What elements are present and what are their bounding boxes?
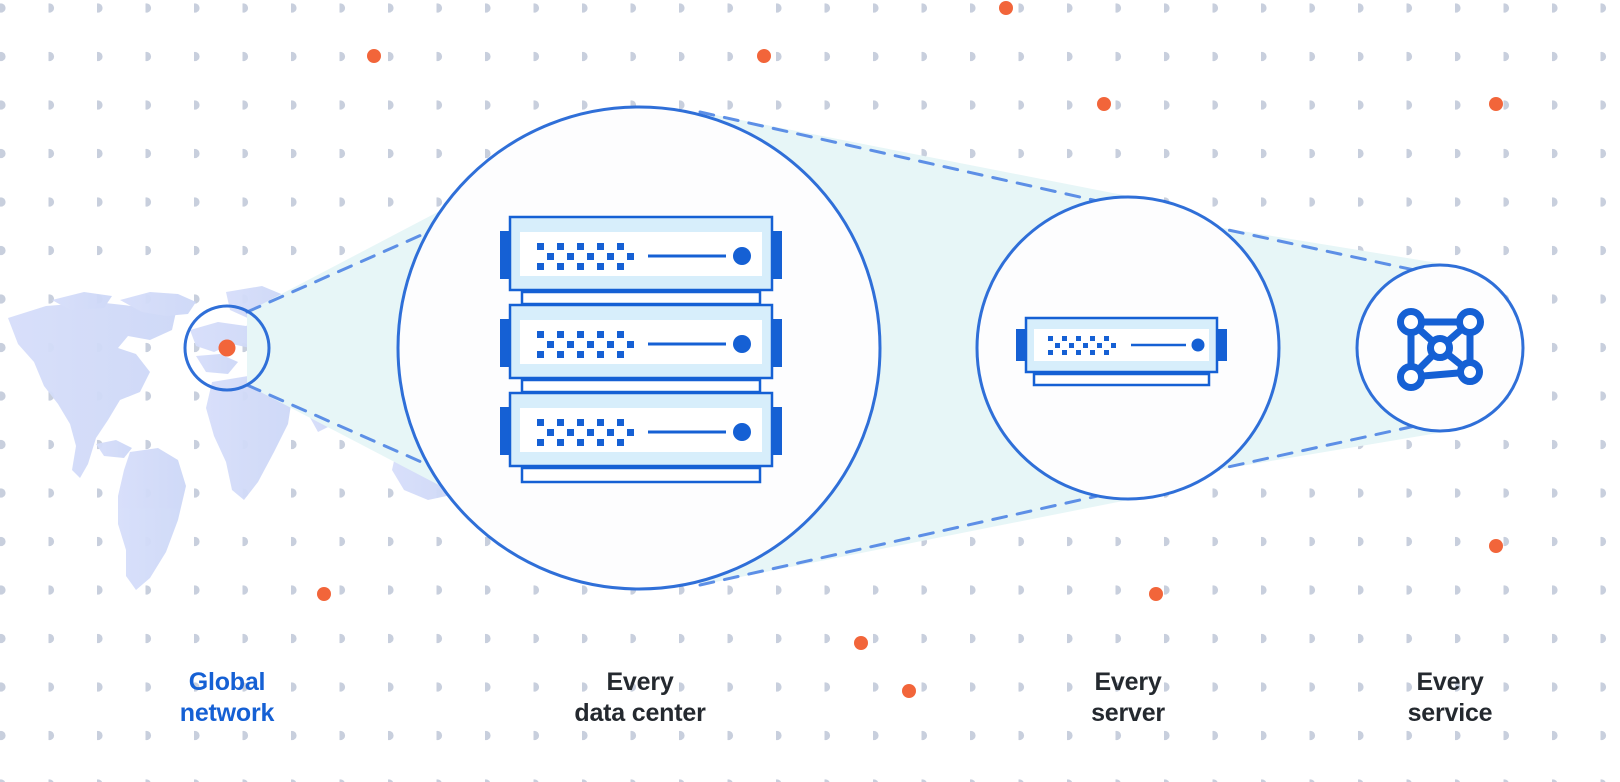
- stage-label-line1: Every: [1094, 668, 1162, 696]
- server-unit: [500, 303, 782, 394]
- graph-node: [1427, 335, 1453, 361]
- server-connector-bar: [520, 466, 762, 484]
- stage-label-line2: server: [1091, 699, 1165, 727]
- orange-dot: [1489, 97, 1503, 111]
- graph-node: [1457, 359, 1483, 385]
- graph-node: [1397, 363, 1425, 391]
- stage-label-global-network: Global network: [127, 667, 327, 729]
- server-status-indicator: [733, 247, 751, 265]
- orange-dot: [1489, 539, 1503, 553]
- orange-dot: [367, 49, 381, 63]
- server-status-indicator: [1191, 338, 1205, 352]
- stage-label-line2: network: [179, 699, 275, 727]
- server-unit: [1016, 316, 1227, 387]
- stage-label-line1: Every: [1416, 668, 1484, 696]
- server-led-matrix: [1048, 336, 1116, 355]
- orange-dot: [854, 636, 868, 650]
- stage-label-line2: service: [1407, 699, 1493, 727]
- stage-label-line1: Global: [188, 668, 266, 696]
- server-rack-group: [500, 215, 782, 484]
- circle-global-network: [183, 304, 271, 392]
- orange-dot-group: [218, 1, 1503, 698]
- server-led-matrix: [537, 243, 634, 270]
- network-graph-nodes: [1397, 308, 1484, 391]
- stage-label-every-service: Every service: [1350, 667, 1550, 729]
- orange-dot: [1097, 97, 1111, 111]
- graph-node: [1397, 308, 1425, 336]
- orange-dot: [757, 49, 771, 63]
- stage-label-every-data-center: Every data center: [509, 667, 771, 729]
- orange-dot: [317, 587, 331, 601]
- orange-dot-location-pin: [218, 339, 236, 357]
- server-status-indicator: [733, 335, 751, 353]
- stage-label-line2: data center: [574, 699, 706, 727]
- orange-dot: [1149, 587, 1163, 601]
- server-unit: [500, 391, 782, 484]
- stage-label-line1: Every: [606, 668, 674, 696]
- server-status-indicator: [733, 423, 751, 441]
- server-led-matrix: [537, 419, 634, 446]
- server-led-matrix: [537, 331, 634, 358]
- server-connector-bar: [1032, 372, 1211, 387]
- server-unit: [500, 215, 782, 306]
- stage-label-every-server: Every server: [1028, 667, 1228, 729]
- graph-node: [1456, 308, 1484, 336]
- orange-dot: [999, 1, 1013, 15]
- orange-dot: [902, 684, 916, 698]
